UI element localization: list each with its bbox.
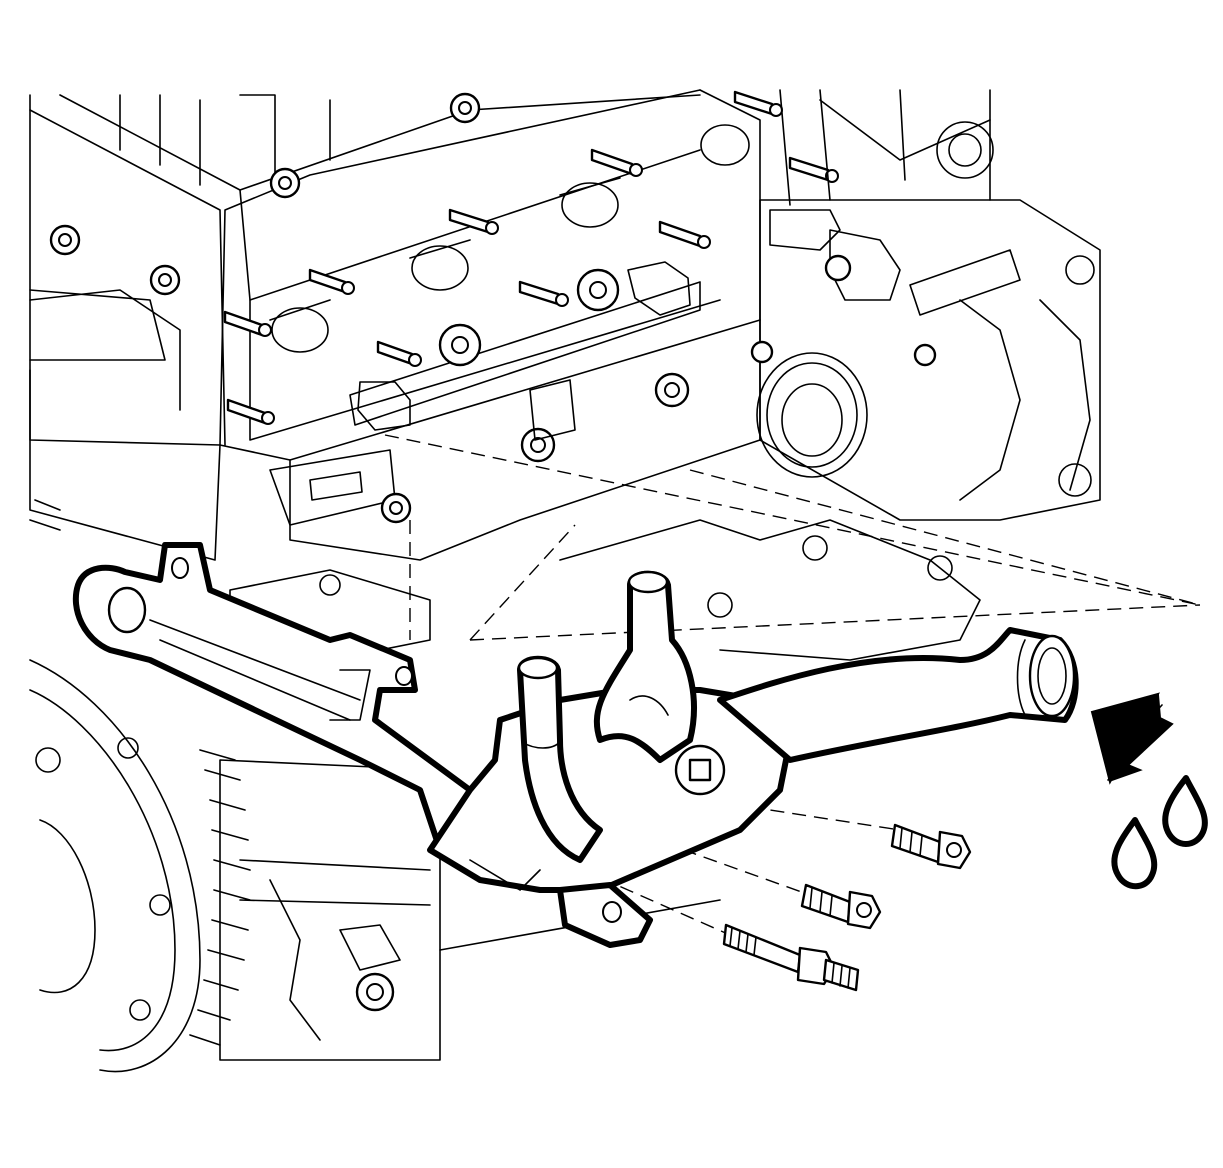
- coolant-pipe: [72, 542, 503, 853]
- upper-hose-neck: [593, 570, 697, 763]
- radiator-outlet-tube: [717, 627, 1079, 763]
- exhaust-studs: [223, 90, 839, 425]
- bolt-upper: [890, 823, 972, 870]
- flywheel: [29, 659, 251, 1073]
- stud-bolt: [722, 923, 860, 992]
- fluid-drop-icon: [1162, 775, 1208, 847]
- engine-block: [29, 89, 1101, 661]
- head-bolts: [49, 92, 481, 296]
- coolant-pipe-assembly: [72, 542, 1079, 948]
- bolts: [722, 823, 972, 992]
- bolt-middle: [800, 883, 882, 930]
- direction-arrow-icon: [1090, 692, 1174, 785]
- fluid-drop-icon: [1111, 817, 1158, 890]
